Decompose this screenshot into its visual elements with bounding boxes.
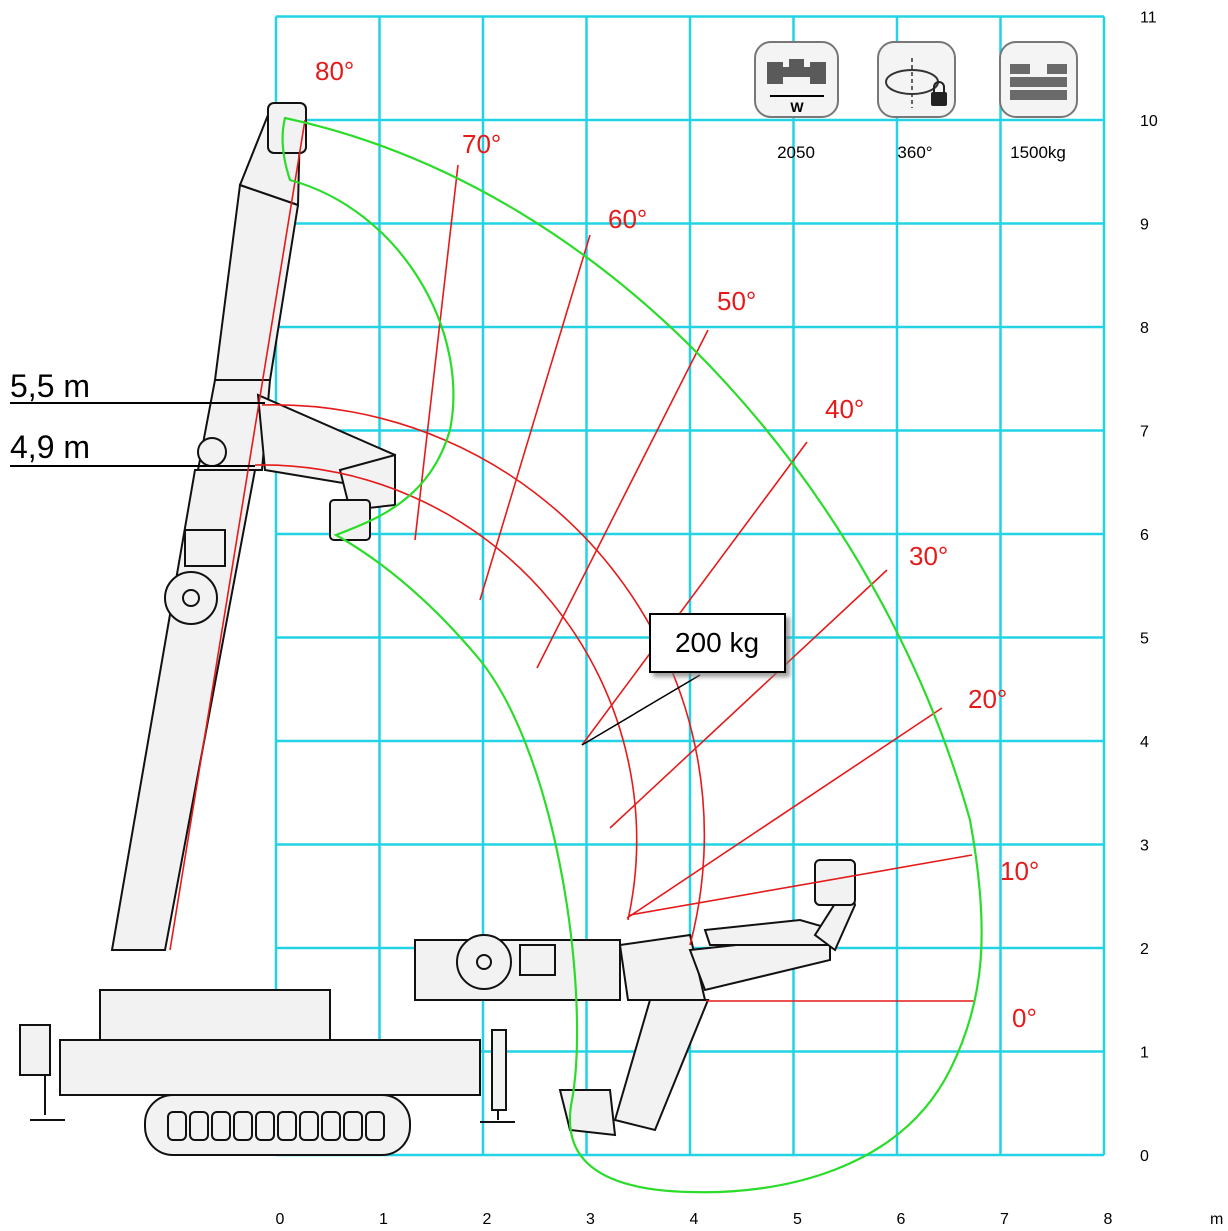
counterweight-icon — [1010, 64, 1067, 100]
x-tick-label: 2 — [483, 1211, 492, 1228]
angle-ray — [581, 441, 808, 746]
x-tick-label: 6 — [897, 1211, 906, 1228]
angle-ray — [629, 854, 973, 916]
angle-label-30: 30° — [909, 541, 948, 571]
load-label: 200 kg — [675, 627, 759, 658]
track-roller — [189, 1111, 209, 1141]
x-tick-label: 3 — [586, 1211, 595, 1228]
angle-label-10: 10° — [1000, 856, 1039, 886]
y-tick-label: 6 — [1140, 527, 1149, 544]
y-tick-label: 9 — [1140, 217, 1149, 234]
svg-text:W: W — [790, 99, 804, 115]
angle-ray — [609, 569, 888, 829]
track-roller — [321, 1111, 341, 1141]
angle-label-40: 40° — [825, 394, 864, 424]
spec-label-slew: 360° — [897, 143, 932, 162]
track-roller — [365, 1111, 385, 1141]
angle-label-20: 20° — [968, 684, 1007, 714]
axis-ticks: 0 1 2 3 4 5 6 7 8 0 1 2 3 4 5 6 7 8 9 10 11 — [276, 10, 1158, 1229]
angle-label-50: 50° — [717, 286, 756, 316]
x-tick-label: 0 — [276, 1211, 285, 1228]
spec-label-counterweight: 1500kg — [1010, 143, 1066, 162]
reach-envelope — [281, 116, 983, 1194]
y-tick-label: 7 — [1140, 424, 1149, 441]
y-tick-label: 11 — [1140, 10, 1157, 27]
x-tick-label: 7 — [1000, 1211, 1009, 1228]
y-tick-label: 0 — [1140, 1148, 1149, 1165]
y-tick-label: 5 — [1140, 631, 1149, 648]
y-tick-label: 8 — [1140, 320, 1149, 337]
track-roller — [211, 1111, 231, 1141]
angle-ray — [414, 164, 459, 541]
x-tick-label: 1 — [379, 1211, 388, 1228]
spec-icons: W 2050 360° 1500kg — [754, 41, 1078, 162]
y-tick-label: 1 — [1140, 1045, 1149, 1062]
track-roller — [167, 1111, 187, 1141]
boom-angle-labels: 80° 70° 60° 50° 40° 30° 20° 10° 0° — [315, 56, 1039, 1033]
x-tick-label: 4 — [690, 1211, 699, 1228]
crane-base — [19, 989, 515, 1156]
angle-label-80: 80° — [315, 56, 354, 86]
angle-label-70: 70° — [462, 129, 501, 159]
lowered-jib — [558, 999, 710, 1137]
angle-ray — [536, 329, 709, 669]
track-roller — [233, 1111, 253, 1141]
boom-angle-lines — [169, 119, 975, 1002]
height-label-5-5m: 5,5 m — [10, 368, 90, 404]
track-roller — [255, 1111, 275, 1141]
x-tick-label: 8 — [1104, 1211, 1113, 1228]
angle-ray — [479, 234, 591, 601]
slew-rotation-icon — [885, 58, 947, 108]
y-tick-label: 4 — [1140, 734, 1149, 751]
angle-label-0: 0° — [1012, 1003, 1037, 1033]
angle-label-60: 60° — [608, 204, 647, 234]
spec-label-track-width: 2050 — [777, 143, 815, 162]
angle-ray — [626, 707, 943, 919]
height-label-4-9m: 4,9 m — [10, 429, 90, 465]
track-roller — [277, 1111, 297, 1141]
x-unit-label: m — [1210, 1211, 1223, 1228]
y-tick-label: 10 — [1140, 113, 1158, 130]
y-tick-label: 2 — [1140, 941, 1149, 958]
height-markers: 5,5 m 4,9 m — [10, 368, 265, 467]
track-roller — [343, 1111, 363, 1141]
horizontal-boom — [414, 859, 857, 1001]
x-tick-label: 5 — [793, 1211, 802, 1228]
y-tick-label: 3 — [1140, 838, 1149, 855]
track-width-icon: W — [767, 59, 826, 115]
track-roller — [299, 1111, 319, 1141]
load-callout: 200 kg — [581, 613, 786, 746]
